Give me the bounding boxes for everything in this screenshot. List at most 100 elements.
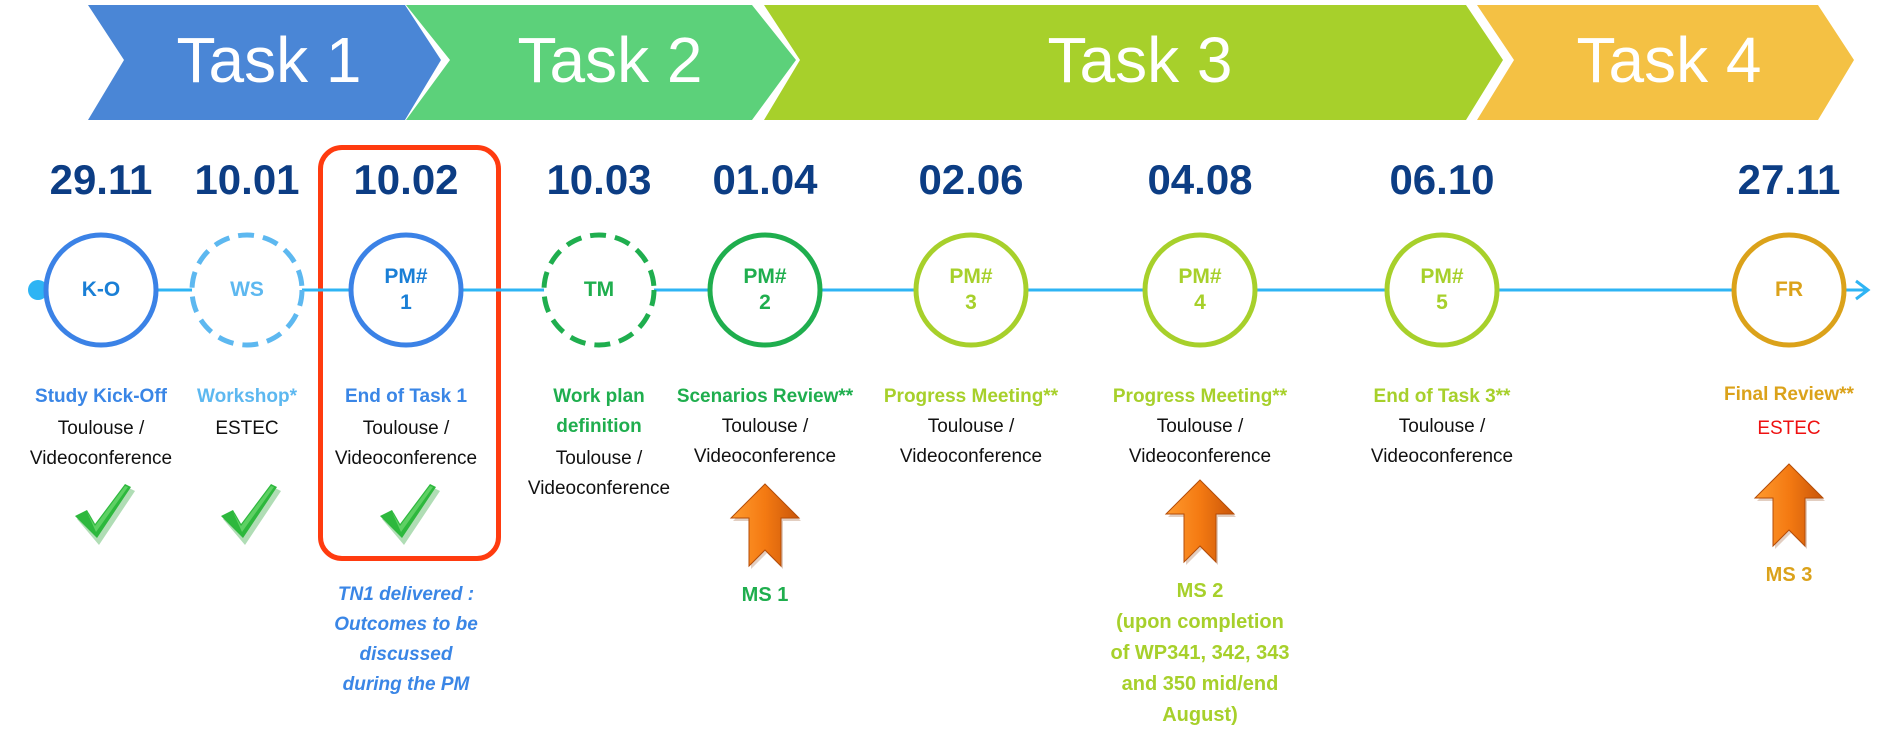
milestone-node-1[interactable]: [189, 232, 305, 348]
milestone-node-0[interactable]: [43, 232, 159, 348]
event-title-line: Work plan: [553, 386, 645, 407]
milestone-label-line: of WP341, 342, 343: [1110, 642, 1290, 664]
event-location: Toulouse / Videoconference: [861, 412, 1081, 472]
node-label-line: PM#: [1420, 265, 1464, 288]
event-note-line: TN1 delivered :: [337, 584, 475, 605]
node-label-line: 3: [965, 291, 977, 314]
timeline-start-dot: [28, 280, 48, 300]
task-2-label: Task 2: [517, 24, 703, 96]
milestone-label-line: MS 2: [1176, 580, 1224, 602]
event-title-line: Final Review**: [1724, 384, 1854, 405]
node-label-line: 1: [400, 291, 412, 314]
task-3-chevron[interactable]: [764, 5, 1503, 120]
task-1-chevron[interactable]: [88, 5, 441, 120]
event-location-line: Videoconference: [693, 446, 837, 467]
event-title: Scenarios Review**: [655, 382, 875, 412]
node-label-line: 2: [759, 291, 771, 314]
milestone-node-5[interactable]: [913, 232, 1029, 348]
checkmark-icon: [380, 484, 440, 545]
milestone-label-line: MS 1: [741, 584, 789, 606]
milestone-node-8[interactable]: [1731, 232, 1847, 348]
milestone-node-4[interactable]: [707, 232, 823, 348]
node-label: PM# 1: [351, 264, 461, 316]
event-title: Final Review**: [1679, 380, 1882, 410]
event-title-line: Workshop*: [197, 386, 297, 407]
node-label-line: PM#: [384, 265, 428, 288]
node-label-line: FR: [1775, 278, 1803, 301]
checkmark-icon: [75, 484, 135, 545]
event-title-line: Study Kick-Off: [35, 386, 167, 407]
node-label-line: PM#: [949, 265, 993, 288]
event-location: ESTEC: [137, 414, 357, 444]
event-date: 27.11: [1737, 156, 1841, 203]
event-date: 02.06: [918, 156, 1024, 203]
event-note-line: during the PM: [342, 674, 470, 695]
node-label: PM# 3: [916, 264, 1026, 316]
node-label-line: TM: [583, 278, 615, 301]
event-note: TN1 delivered : Outcomes to be discussed du…: [296, 580, 516, 700]
milestone-arrow-icon: [1753, 463, 1825, 549]
event-title: Study Kick-Off: [0, 382, 211, 412]
event-location-line: ESTEC: [1757, 418, 1821, 439]
event-location: Toulouse / Videoconference: [1090, 412, 1310, 472]
milestone-label: MS 3: [1659, 560, 1882, 591]
event-location-line: Videoconference: [334, 448, 478, 469]
event-title-line: Progress Meeting**: [883, 386, 1059, 407]
event-location-line: Videoconference: [29, 448, 173, 469]
node-label-line: 4: [1194, 291, 1206, 314]
event-location-line: Videoconference: [899, 446, 1043, 467]
timeline-arrow-icon: [1855, 279, 1871, 301]
event-location-line: Toulouse /: [927, 416, 1015, 437]
event-location: Toulouse /Videoconference: [0, 414, 211, 474]
event-title: Progress Meeting**: [1090, 382, 1310, 412]
checkmark-icon: [221, 484, 281, 545]
node-label-line: K-O: [81, 278, 121, 301]
event-location: Toulouse /Videoconference: [296, 414, 516, 474]
event-title-line: Scenarios Review**: [676, 386, 854, 407]
node-label-line: PM#: [1178, 265, 1222, 288]
event-location: Toulouse /Videoconference: [489, 444, 709, 504]
task-4-label: Task 4: [1576, 24, 1762, 96]
highlight-box-end-of-task-1: [318, 145, 501, 561]
node-label-line: PM#: [743, 265, 787, 288]
milestone-node-7[interactable]: [1384, 232, 1500, 348]
event-title: Workshop*: [137, 382, 357, 412]
event-location-line: Toulouse /: [1156, 416, 1244, 437]
milestone-node-6[interactable]: [1142, 232, 1258, 348]
milestone-label-line: August): [1162, 704, 1238, 726]
event-location: Toulouse /Videoconference: [1332, 412, 1552, 472]
event-note-line: Outcomes to be: [334, 614, 478, 635]
node-label-line: WS: [230, 278, 264, 301]
milestone-node-3[interactable]: [541, 232, 657, 348]
event-note-line: discussed: [359, 644, 453, 665]
milestone-label: MS 2 (upon completion of WP341, 342, 343 an…: [1070, 576, 1330, 731]
milestone-label-line: and 350 mid/end: [1121, 673, 1279, 695]
event-date: 04.08: [1147, 156, 1253, 203]
milestone-arrow-icon: [729, 483, 801, 569]
event-location: ESTEC: [1679, 414, 1882, 444]
event-location: Toulouse / Videoconference: [655, 412, 875, 472]
node-label: PM# 2: [710, 264, 820, 316]
event-title-line: definition: [556, 416, 642, 437]
node-label-line: 5: [1436, 291, 1448, 314]
event-location-line: Toulouse /: [555, 448, 643, 469]
event-location-line: Videoconference: [1370, 446, 1514, 467]
milestone-arrow-icon: [1164, 479, 1236, 565]
event-date: 10.03: [546, 156, 652, 203]
node-label: K-O: [46, 277, 156, 303]
node-label: PM# 4: [1145, 264, 1255, 316]
event-location-line: Videoconference: [1128, 446, 1272, 467]
task-2-chevron[interactable]: [406, 5, 796, 120]
node-label: TM: [544, 277, 654, 303]
task-4-chevron[interactable]: [1477, 5, 1854, 120]
milestone-node-2[interactable]: [348, 232, 464, 348]
milestone-label-line: (upon completion: [1116, 611, 1284, 633]
event-title: End of Task 1: [296, 382, 516, 412]
node-label: FR: [1734, 277, 1844, 303]
event-title: End of Task 3**: [1332, 382, 1552, 412]
event-date: 06.10: [1389, 156, 1495, 203]
event-location-line: Toulouse /: [721, 416, 809, 437]
event-date: 10.01: [194, 156, 300, 203]
